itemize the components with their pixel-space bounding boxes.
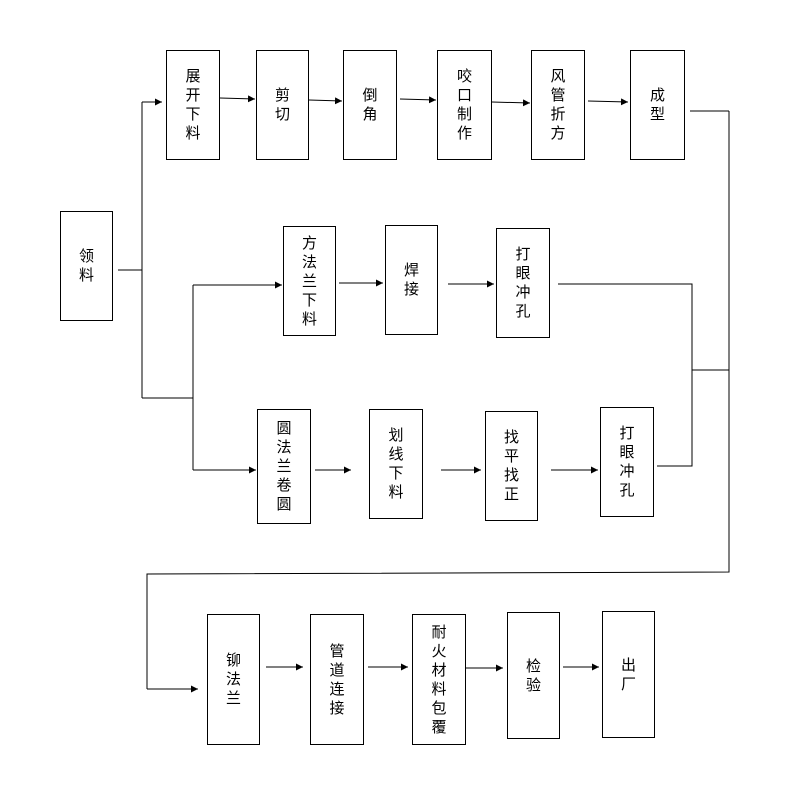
step-fangfalan: 方法兰下料 xyxy=(283,226,336,336)
step-huaxian-label: 划线下料 xyxy=(388,426,404,501)
step-lingliao-label: 领料 xyxy=(79,247,95,284)
step-yuanfalan: 圆法兰卷圆 xyxy=(257,409,311,524)
step-fengguan: 风管折方 xyxy=(531,50,585,160)
connector-spine-right xyxy=(146,111,730,689)
step-zhaoping-label: 找平找正 xyxy=(504,428,520,503)
step-chuchang: 出厂 xyxy=(602,611,655,738)
arrow-daojiao-yaokou xyxy=(399,96,437,104)
step-jianqie: 剪切 xyxy=(256,50,309,160)
step-zhankai-label: 展开下料 xyxy=(185,67,201,142)
step-dayan-2-label: 打眼冲孔 xyxy=(619,424,635,499)
connector-dayan1-merge xyxy=(558,283,693,370)
step-huaxian: 划线下料 xyxy=(369,409,423,519)
step-daojiao-label: 倒角 xyxy=(362,86,378,123)
step-chuchang-label: 出厂 xyxy=(621,655,637,693)
arrow-jianqie-daojiao xyxy=(308,97,343,105)
step-lingliao: 领料 xyxy=(60,211,113,321)
step-jianyan-label: 检验 xyxy=(526,656,542,694)
step-jianqie-label: 剪切 xyxy=(275,86,291,123)
step-daojiao: 倒角 xyxy=(343,50,397,160)
step-maofalan: 铆法兰 xyxy=(207,614,260,745)
step-naihuo: 耐火材料包覆 xyxy=(412,614,466,745)
step-chengxing: 成型 xyxy=(630,50,685,160)
step-guandao-label: 管道连接 xyxy=(329,641,345,717)
step-guandao: 管道连接 xyxy=(310,614,364,745)
step-hanjie-label: 焊接 xyxy=(404,261,420,298)
arrow-zhankai-jianqie xyxy=(219,95,256,103)
connector-dayan2-merge xyxy=(657,370,693,467)
step-hanjie: 焊接 xyxy=(385,225,438,335)
step-naihuo-label: 耐火材料包覆 xyxy=(431,622,447,736)
step-dayan-1: 打眼冲孔 xyxy=(496,228,550,338)
step-dayan-2: 打眼冲孔 xyxy=(600,407,654,517)
step-chengxing-label: 成型 xyxy=(650,86,666,123)
arrow-yaokou-fengguan xyxy=(491,99,531,107)
step-yaokou: 咬口制作 xyxy=(437,50,492,160)
step-zhankai: 展开下料 xyxy=(166,50,220,160)
arrow-fengguan-chengxing xyxy=(587,98,629,106)
step-yuanfalan-label: 圆法兰卷圆 xyxy=(276,419,292,513)
step-dayan-1-label: 打眼冲孔 xyxy=(515,245,531,320)
step-fangfalan-label: 方法兰下料 xyxy=(302,233,318,328)
step-fengguan-label: 风管折方 xyxy=(550,67,566,142)
step-maofalan-label: 铆法兰 xyxy=(226,651,242,707)
step-zhaoping: 找平找正 xyxy=(485,411,538,521)
step-yaokou-label: 咬口制作 xyxy=(457,67,473,142)
step-jianyan: 检验 xyxy=(507,612,560,739)
